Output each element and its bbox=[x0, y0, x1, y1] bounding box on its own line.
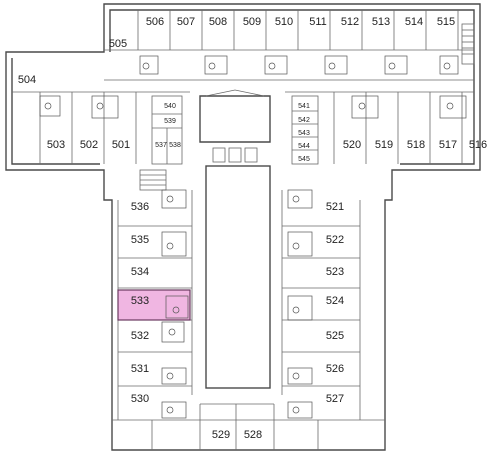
room-label-528: 528 bbox=[244, 429, 262, 441]
room-label-512: 512 bbox=[341, 16, 359, 28]
room-label-513: 513 bbox=[372, 16, 390, 28]
room-label-522: 522 bbox=[326, 234, 344, 246]
room-label-534: 534 bbox=[131, 266, 149, 278]
room-label-519: 519 bbox=[375, 139, 393, 151]
room-label-526: 526 bbox=[326, 363, 344, 375]
room-label-511: 511 bbox=[309, 16, 327, 28]
room-labels: 506 507 508 509 510 511 512 513 514 515 … bbox=[18, 16, 487, 441]
room-label-501: 501 bbox=[112, 139, 130, 151]
room-label-544: 544 bbox=[298, 143, 310, 150]
room-label-532: 532 bbox=[131, 330, 149, 342]
room-label-518: 518 bbox=[407, 139, 425, 151]
room-label-521: 521 bbox=[326, 201, 344, 213]
room-label-545: 545 bbox=[298, 156, 310, 163]
room-533-highlight[interactable] bbox=[117, 289, 191, 321]
north-wing-walls bbox=[12, 10, 475, 191]
room-label-516: 516 bbox=[469, 139, 487, 151]
room-label-504: 504 bbox=[18, 74, 36, 86]
room-label-529: 529 bbox=[212, 429, 230, 441]
room-label-515: 515 bbox=[437, 16, 455, 28]
room-label-543: 543 bbox=[298, 130, 310, 137]
room-label-541: 541 bbox=[298, 103, 310, 110]
room-label-524: 524 bbox=[326, 295, 344, 307]
room-label-509: 509 bbox=[243, 16, 261, 28]
room-label-502: 502 bbox=[80, 139, 98, 151]
room-label-510: 510 bbox=[275, 16, 293, 28]
room-label-539: 539 bbox=[164, 118, 176, 125]
room-label-505: 505 bbox=[109, 38, 127, 50]
room-label-503: 503 bbox=[47, 139, 65, 151]
room-label-527: 527 bbox=[326, 393, 344, 405]
room-label-530: 530 bbox=[131, 393, 149, 405]
room-label-531: 531 bbox=[131, 363, 149, 375]
room-label-542: 542 bbox=[298, 117, 310, 124]
bathroom-fixtures bbox=[39, 55, 467, 419]
room-label-540: 540 bbox=[164, 103, 176, 110]
room-label-520: 520 bbox=[343, 139, 361, 151]
room-label-507: 507 bbox=[177, 16, 195, 28]
central-atrium bbox=[199, 89, 271, 389]
room-label-538: 538 bbox=[169, 142, 181, 149]
room-label-537: 537 bbox=[155, 142, 167, 149]
room-label-536: 536 bbox=[131, 201, 149, 213]
room-label-535: 535 bbox=[131, 234, 149, 246]
outer-walls bbox=[5, 3, 481, 451]
room-label-517: 517 bbox=[439, 139, 457, 151]
room-label-514: 514 bbox=[405, 16, 423, 28]
room-label-533[interactable]: 533 bbox=[131, 295, 149, 307]
room-label-523: 523 bbox=[326, 266, 344, 278]
room-label-506: 506 bbox=[146, 16, 164, 28]
room-label-508: 508 bbox=[209, 16, 227, 28]
room-label-525: 525 bbox=[326, 330, 344, 342]
